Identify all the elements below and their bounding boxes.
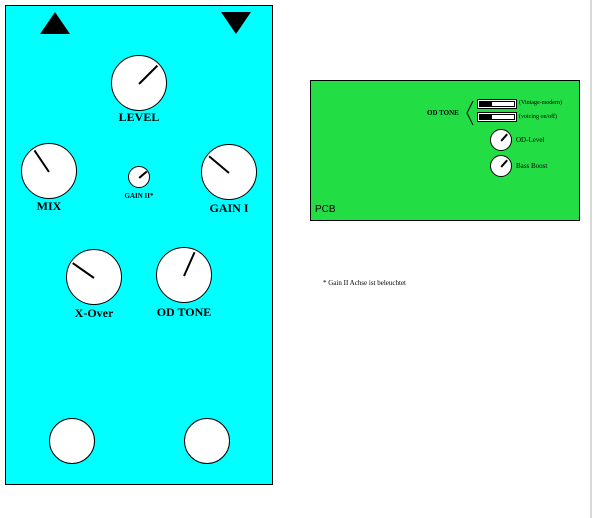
pcb-label: PCB: [315, 204, 336, 215]
voicing-switch[interactable]: [477, 112, 517, 122]
xover-knob-pointer: [72, 262, 95, 279]
od-level-pointer: [500, 133, 508, 142]
level-label: LEVEL: [118, 110, 160, 124]
bass-boost-label: Bass Boost: [516, 162, 548, 170]
pcb-od-tone-label: OD TONE: [427, 109, 459, 117]
vintage-modern-label: (Vintage-modern): [519, 100, 562, 106]
mix-label: MIX: [36, 199, 62, 213]
gain1-knob-pointer: [208, 155, 230, 174]
gain1-knob[interactable]: [201, 144, 257, 200]
mix-knob-pointer: [33, 149, 50, 173]
od-tone-label: OD TONE: [156, 305, 212, 319]
od-tone-knob[interactable]: [156, 247, 212, 303]
pcb-board: OD TONE (Vintage-modern) (voicing on/off…: [310, 80, 580, 221]
footswitch-right[interactable]: [184, 418, 230, 464]
output-jack-triangle: [221, 12, 251, 34]
switch-lever: [480, 102, 492, 106]
voicing-label: (voicing on/off): [519, 114, 558, 120]
od-tone-knob-pointer: [183, 251, 196, 277]
od-level-label: OD-Level: [516, 136, 545, 144]
footnote: * Gain II Achse ist beleuchtet: [323, 279, 407, 287]
gain2-label: GAIN II*: [124, 192, 154, 200]
bass-boost-trimmer[interactable]: [490, 155, 512, 177]
od-level-trimmer[interactable]: [490, 129, 512, 151]
xover-label: X-Over: [74, 306, 114, 320]
mix-knob[interactable]: [21, 143, 77, 199]
level-knob[interactable]: [111, 55, 167, 111]
gain1-label: GAIN I: [209, 201, 249, 215]
bracket-icon: [466, 100, 474, 126]
input-jack-triangle: [40, 12, 70, 34]
gain2-knob-pointer: [138, 170, 148, 179]
level-knob-pointer: [138, 64, 159, 85]
gain2-knob[interactable]: [128, 166, 150, 188]
footswitch-left[interactable]: [49, 418, 95, 464]
pedal-enclosure: LEVEL MIX GAIN II* GAIN I X-Over OD TONE: [5, 5, 273, 485]
switch-lever: [480, 115, 492, 119]
page-border: [590, 0, 592, 518]
vintage-modern-switch[interactable]: [477, 99, 517, 109]
bass-boost-pointer: [500, 159, 508, 168]
xover-knob[interactable]: [66, 249, 122, 305]
